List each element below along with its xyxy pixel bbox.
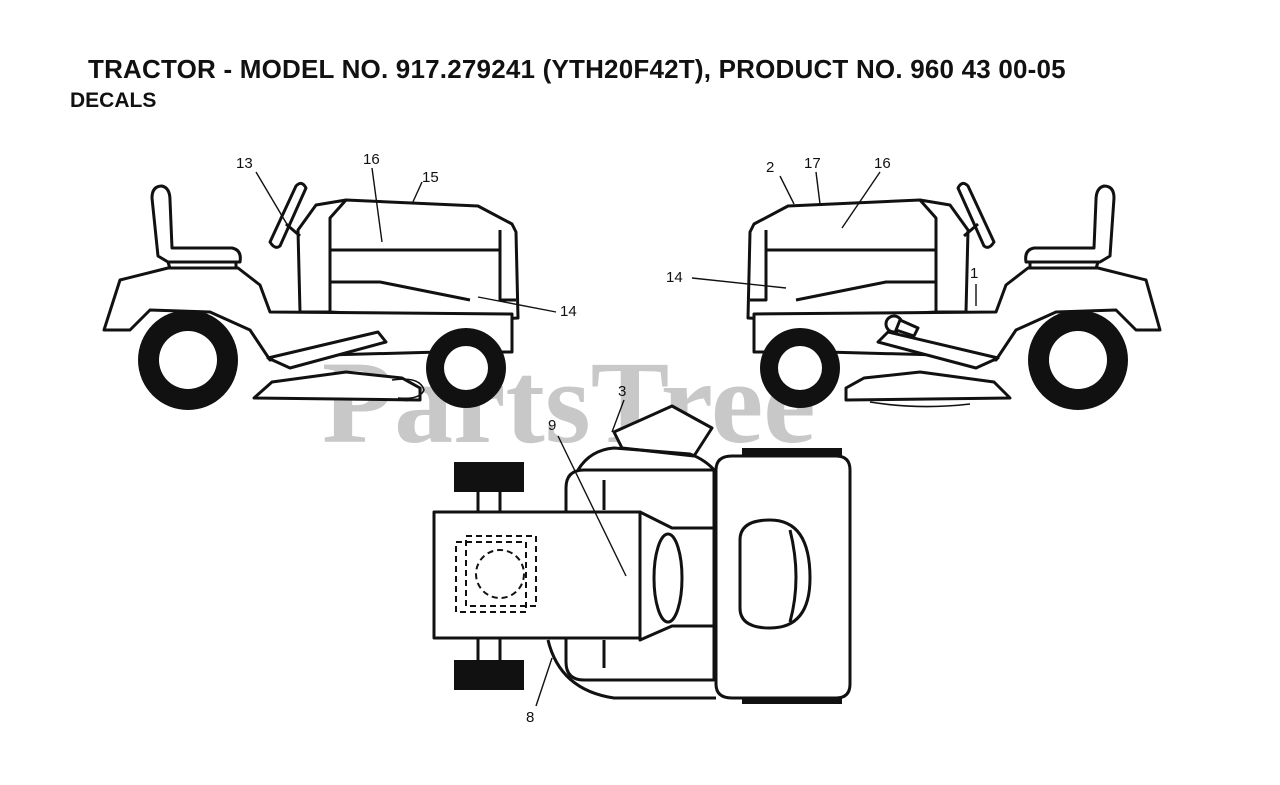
callout-1: 1 xyxy=(970,265,978,282)
callout-13: 13 xyxy=(236,155,253,172)
callout-3: 3 xyxy=(618,383,626,400)
callout-2: 2 xyxy=(766,159,774,176)
tractor-left-side-view xyxy=(102,181,520,410)
page-subtitle: DECALS xyxy=(70,89,157,112)
callouts-top: 3 9 8 xyxy=(526,383,627,726)
callouts-right: 2 17 16 14 1 xyxy=(666,155,978,306)
watermark-text: PartsTree xyxy=(322,337,816,468)
callout-14-left: 14 xyxy=(560,303,577,320)
callout-15: 15 xyxy=(422,169,439,186)
tractor-right-side-view xyxy=(746,181,1162,410)
callout-14-right: 14 xyxy=(666,269,683,286)
callout-16-right: 16 xyxy=(874,155,891,172)
watermark: PartsTree TM xyxy=(322,337,945,468)
callout-16-left: 16 xyxy=(363,151,380,168)
callout-8: 8 xyxy=(526,709,534,726)
callout-9: 9 xyxy=(548,417,556,434)
page-title: TRACTOR - MODEL NO. 917.279241 (YTH20F42… xyxy=(88,54,1066,84)
callouts-left: 13 16 15 14 xyxy=(236,151,577,320)
callout-17: 17 xyxy=(804,155,821,172)
tractor-top-view xyxy=(432,404,852,704)
